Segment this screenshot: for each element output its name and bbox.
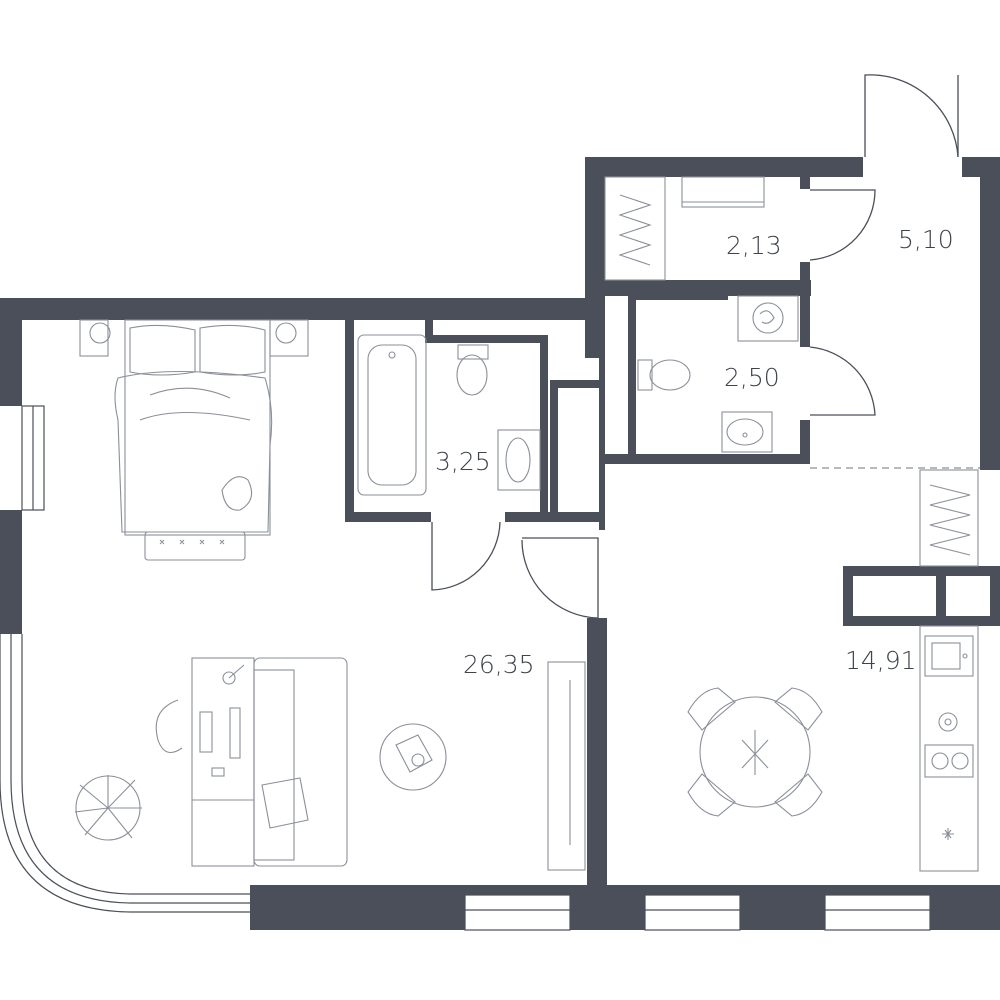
storage-furniture (604, 176, 765, 281)
windows (0, 405, 931, 931)
kitchen-area-label: 14,91 (845, 646, 917, 675)
washing-machine-icon (737, 295, 799, 342)
wc-fixtures (637, 295, 799, 453)
bed-icon (79, 319, 309, 561)
storage-door (809, 189, 876, 261)
coffee-table-icon (379, 723, 447, 791)
counter-icon (919, 625, 979, 872)
tv-icon (547, 661, 586, 871)
dishwasher-icon (938, 712, 958, 732)
wc-area-label: 2,50 (724, 363, 780, 392)
wc-door (809, 346, 876, 416)
kitchen-door (521, 537, 599, 619)
sink-icon (497, 429, 541, 491)
bathtub-icon (357, 334, 427, 496)
bathroom-area-label: 3,25 (435, 447, 491, 476)
area-labels: 2,13 5,10 2,50 3,25 26,35 14,91 (435, 225, 954, 679)
doors (431, 74, 980, 619)
stove-icon (924, 744, 974, 778)
sink-icon (924, 635, 974, 677)
living-furniture (74, 319, 586, 871)
wardrobe-icon (604, 176, 666, 281)
walls (0, 157, 1000, 930)
sink-icon (721, 411, 773, 453)
toilet-icon (456, 344, 489, 396)
plant-icon (74, 775, 142, 841)
chair-icon (155, 699, 183, 754)
hall-area-label: 5,10 (898, 225, 954, 254)
fridge-icon (942, 828, 954, 840)
toilet-icon (637, 359, 691, 391)
entrance-door (864, 74, 959, 158)
desk-icon (155, 657, 255, 867)
dining-table-icon (687, 687, 823, 817)
storage-area-label: 2,13 (726, 231, 782, 260)
shelf-icon (681, 176, 765, 208)
bathroom-fixtures (357, 334, 541, 496)
bathroom-door (431, 521, 501, 591)
kitchen-furniture (687, 469, 979, 872)
wardrobe-icon (919, 469, 979, 567)
sofa-icon (253, 657, 348, 867)
living-area-label: 26,35 (463, 650, 535, 679)
